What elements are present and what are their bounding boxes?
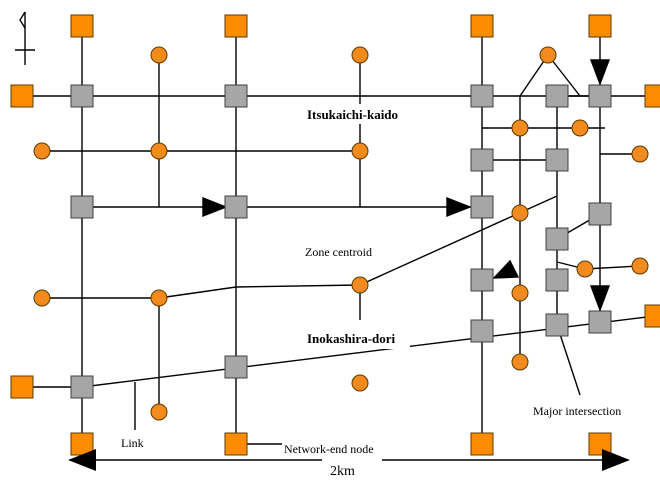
major-intersection-label: Major intersection <box>533 404 621 418</box>
intersection <box>470 84 494 108</box>
intersection <box>70 84 94 108</box>
intersection <box>588 84 612 108</box>
end-node <box>70 14 94 38</box>
arrow-southwest <box>492 259 520 279</box>
end-node <box>588 432 612 456</box>
end-node <box>10 84 34 108</box>
arrow-east-1 <box>202 196 228 218</box>
road-label-inokashira: Inokashira-dori <box>307 331 396 346</box>
intersection <box>545 148 569 172</box>
centroid <box>33 142 51 160</box>
centroid <box>511 119 529 137</box>
centroid <box>150 289 168 307</box>
scale-arrow-left-icon <box>68 449 96 471</box>
centroid <box>571 119 589 137</box>
intersection <box>588 310 612 334</box>
centroid <box>539 46 557 64</box>
centroid <box>351 374 369 392</box>
network-end-nodes <box>10 14 660 456</box>
end-node <box>10 375 34 399</box>
intersection <box>545 84 569 108</box>
road-label-itsukaichi: Itsukaichi-kaido <box>307 107 398 122</box>
centroid <box>351 46 369 64</box>
link-label: Link <box>121 436 144 450</box>
centroid <box>511 204 529 222</box>
flow-arrows <box>202 59 611 312</box>
centroid <box>631 257 649 275</box>
intersection <box>545 268 569 292</box>
centroid <box>150 403 168 421</box>
zone-centroids <box>33 46 649 421</box>
centroid <box>150 46 168 64</box>
centroid <box>576 260 594 278</box>
intersection <box>588 202 612 226</box>
intersection <box>70 195 94 219</box>
intersection <box>70 375 94 399</box>
intersection <box>224 355 248 379</box>
intersection <box>224 84 248 108</box>
major-intersections <box>70 84 612 399</box>
centroid <box>631 145 649 163</box>
zone-centroid-label: Zone centroid <box>305 245 372 259</box>
centroid <box>511 284 529 302</box>
end-node <box>470 432 494 456</box>
network-end-node-label: Network-end node <box>284 442 374 456</box>
centroid <box>351 276 369 294</box>
arrow-south-1 <box>589 59 611 86</box>
end-node <box>644 304 660 328</box>
end-node <box>470 14 494 38</box>
intersection <box>470 148 494 172</box>
scale-label: 2km <box>330 464 355 479</box>
intersection <box>470 268 494 292</box>
end-node <box>224 432 248 456</box>
centroid <box>511 353 529 371</box>
north-arrow-icon <box>15 11 35 65</box>
centroid <box>150 142 168 160</box>
scale-bar <box>68 449 630 484</box>
centroid <box>33 289 51 307</box>
arrow-south-2 <box>589 285 611 312</box>
scale-arrow-right-icon <box>602 449 630 471</box>
arrow-east-2 <box>446 196 472 218</box>
intersection <box>470 195 494 219</box>
centroid <box>351 142 369 160</box>
intersection <box>470 319 494 343</box>
intersection <box>545 313 569 337</box>
end-node <box>224 14 248 38</box>
intersection <box>224 195 248 219</box>
end-node <box>588 14 612 38</box>
intersection <box>545 227 569 251</box>
end-node <box>644 84 660 108</box>
